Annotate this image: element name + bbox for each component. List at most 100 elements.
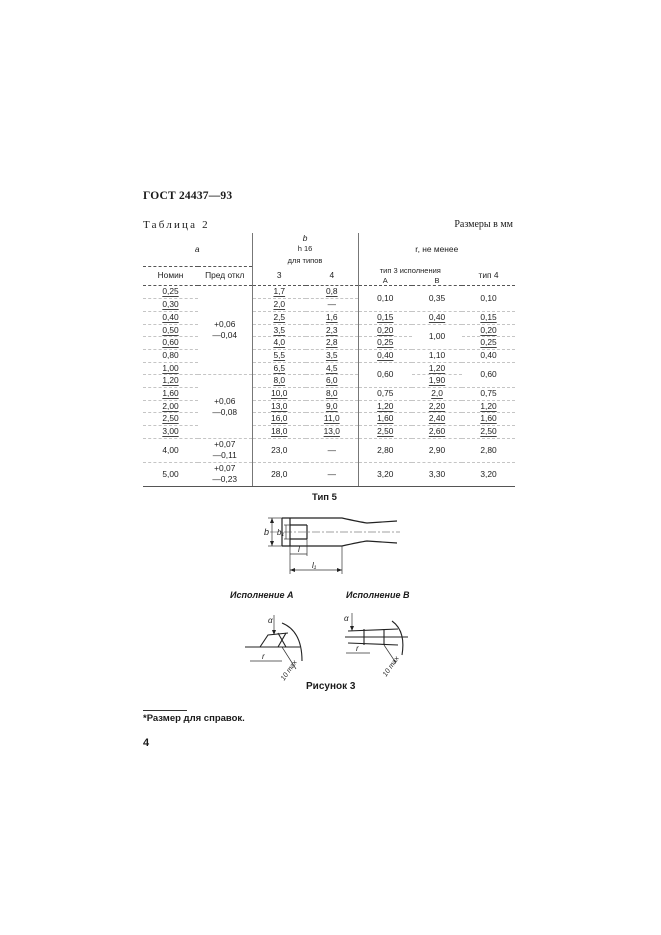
header-a: a (143, 233, 253, 267)
dim-10max-a-label: 10 max (280, 659, 299, 682)
cell-r-type4: 0,15 (462, 311, 516, 325)
table-row: 0,80 5,5 3,5 0,40 1,10 0,40 (143, 349, 516, 363)
cell-b-type4: 6,0 (306, 374, 359, 389)
cell-r-exec-a: 0,40 (358, 349, 413, 363)
cell-b-type3: 1,7 (252, 285, 307, 300)
cell-tolerance-group-1: +0,06—0,04 (198, 285, 253, 376)
cell-r-exec-b: 2,40 (412, 412, 463, 427)
cell-r-exec-b: 1,00 (412, 324, 463, 350)
cell-r-type4: 0,60 (462, 362, 516, 389)
header-h16-cell: h 16 для типов (252, 243, 359, 267)
type5-drawing: b b₁ l l₁ (264, 517, 400, 574)
cell-tolerance: +0,07—0,11 (198, 438, 253, 463)
table-row: 1,00 6,5 4,5 0,60 1,20 0,60 (143, 362, 516, 389)
cell-nominal: 2,50 (143, 412, 198, 427)
cell-r-type4: 0,75 (462, 387, 516, 401)
cell-b-type3: 2,0 (252, 298, 307, 312)
cell-nominal: 0,40 (143, 311, 198, 325)
header-for-types: для типов (287, 255, 323, 265)
cell-nominal: 0,25 (143, 285, 198, 300)
cell-nominal: 3,00 (143, 425, 198, 439)
table-row: 0,50 3,5 2,3 0,20 1,00 0,20 (143, 324, 516, 350)
cell-b-type4: — (306, 438, 359, 463)
cell-b-type3: 13,0 (252, 400, 307, 414)
cell-b-type3: 2,5 (252, 311, 307, 325)
cell-r-exec-b: 3,30 (412, 462, 463, 487)
cell-r-type4: 0,20 (462, 324, 516, 338)
cell-r-exec-b: 2,60 (412, 425, 463, 439)
dimensions-table-wrap: a b r, не менее h 16 для типов Номин Пре… (143, 233, 516, 487)
cell-r-exec-b: 1,10 (412, 349, 463, 363)
dim-l-label: l (298, 545, 300, 554)
table-row: 0,60 4,0 2,8 0,25 0,25 (143, 336, 516, 350)
cell-nominal: 1,20 (143, 374, 198, 389)
footnote-divider (143, 710, 187, 711)
cell-r-exec-a: 2,50 (358, 425, 413, 439)
dim-b1-label: b₁ (277, 528, 284, 537)
cell-r-exec-b: 0,35 (412, 285, 463, 312)
header-exec-b: В (412, 276, 463, 287)
cell-tolerance-group-2: +0,06—0,08 (198, 374, 253, 439)
table-row: 0,30 2,0 — (143, 298, 515, 312)
figure-caption: Рисунок 3 (306, 681, 356, 692)
cell-b-type4: 4,5 (306, 362, 359, 376)
cell-b-type3: 23,0 (252, 438, 307, 463)
cell-r-exec-b: 1,90 (412, 374, 463, 389)
cell-b-type3: 18,0 (252, 425, 307, 439)
cell-r-type4: 2,50 (462, 425, 516, 439)
dim-b-label: b (264, 527, 269, 537)
cell-r-exec-b: 2,90 (412, 438, 463, 463)
cell-b-type3: 4,0 (252, 336, 307, 350)
cell-nominal: 0,80 (143, 349, 198, 363)
cell-r-type4: 0,40 (462, 349, 516, 363)
cell-nominal: 4,00 (143, 438, 198, 463)
header-nominal: Номин (143, 266, 198, 287)
cell-b-type4: — (306, 462, 359, 487)
footnote: *Размер для справок. (143, 713, 245, 724)
header-type4-r: тип 4 (462, 266, 516, 287)
cell-b-type4: 2,8 (306, 336, 359, 350)
cell-b-type4: — (306, 298, 359, 312)
dim-r-a-label: r (262, 652, 265, 661)
cell-b-type3: 5,5 (252, 349, 307, 363)
cell-b-type4: 1,6 (306, 311, 359, 325)
cell-r-exec-a: 2,80 (358, 438, 413, 463)
table-row: 1,20 +0,06—0,08 8,0 6,0 1,90 (143, 374, 515, 439)
cell-r-type4: 0,25 (462, 336, 516, 350)
cell-b-type3: 8,0 (252, 374, 307, 389)
cell-b-type4: 0,8 (306, 285, 359, 300)
cell-r-type4: 3,20 (462, 462, 516, 487)
cell-nominal: 0,60 (143, 336, 198, 350)
table-units: Размеры в мм (454, 219, 513, 230)
cell-nominal: 5,00 (143, 462, 198, 487)
cell-r-exec-b: 2,0 (412, 387, 463, 401)
cell-r-exec-a: 0,20 (358, 324, 413, 338)
cell-r-exec-a: 0,75 (358, 387, 413, 401)
cell-b-type3: 16,0 (252, 412, 307, 427)
header-pred-otkl: Пред откл (198, 266, 253, 287)
cell-b-type4: 8,0 (306, 387, 359, 401)
header-type-3: 3 (252, 266, 307, 287)
figure-title-type-5: Тип 5 (312, 492, 337, 503)
dim-r-b-label: r (356, 644, 359, 653)
execution-a-drawing: α r 10 max (245, 615, 303, 682)
execution-a-label: Исполнение А (230, 590, 294, 600)
cell-nominal: 0,30 (143, 298, 198, 312)
cell-nominal: 1,60 (143, 387, 198, 401)
cell-b-type3: 6,5 (252, 362, 307, 376)
table-row: 2,00 13,0 9,0 1,20 2,20 1,20 (143, 400, 516, 414)
cell-b-type4: 2,3 (306, 324, 359, 338)
cell-r-exec-a: 0,25 (358, 336, 413, 350)
header-h16: h 16 (297, 244, 313, 253)
cell-r-type4: 1,60 (462, 412, 516, 427)
execution-b-drawing: α r 10 max (344, 613, 408, 678)
cell-r-exec-a: 0,60 (358, 362, 413, 389)
table-caption: Таблица 2 (143, 219, 210, 231)
dim-l1-label: l₁ (312, 561, 317, 570)
page-number: 4 (143, 737, 150, 749)
header-r: r, не менее (415, 243, 459, 254)
cell-r-exec-b: 1,20 (412, 362, 463, 376)
cell-b-type4: 3,5 (306, 349, 359, 363)
table-row: 5,00 +0,07—0,23 28,0 — 3,20 3,30 3,20 (143, 462, 516, 487)
dim-alpha-a-label: α (268, 616, 273, 625)
